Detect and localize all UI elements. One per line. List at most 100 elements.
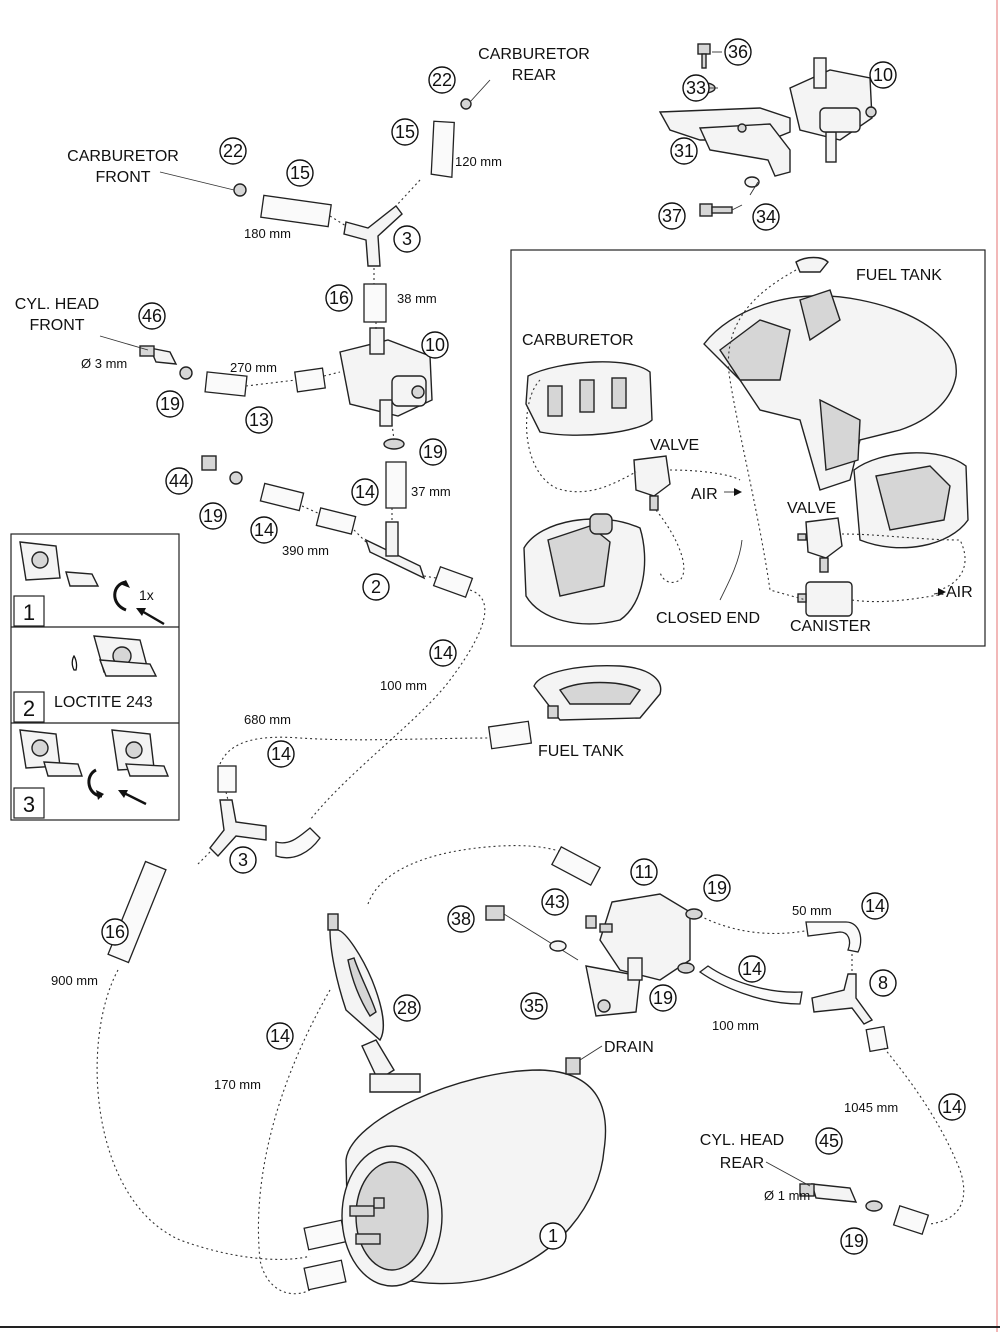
callout-14: 14 — [355, 482, 375, 502]
callout-14: 14 — [254, 520, 274, 540]
y-piece-lower — [107, 799, 321, 964]
dia-front-label: Ø 3 mm — [81, 356, 127, 371]
callout-14: 14 — [433, 643, 453, 663]
dim-170mm: 170 mm — [214, 1077, 261, 1092]
dim-38mm: 38 mm — [397, 291, 437, 306]
callout-numbers: 36 33 10 31 37 34 22 15 22 15 3 16 46 10… — [105, 42, 962, 1251]
text-labels: CARBURETOR REAR CARBURETOR FRONT CYL. HE… — [15, 46, 973, 1203]
fuel-filter — [327, 913, 421, 1093]
callout-13: 13 — [249, 410, 269, 430]
callout-14: 14 — [942, 1097, 962, 1117]
cyl-head-front-label-1: CYL. HEAD — [15, 296, 99, 313]
drain-label: DRAIN — [604, 1039, 654, 1056]
small-fuel-tank — [533, 664, 662, 721]
step-1-note: 1x — [139, 587, 154, 603]
carb-hose-assembly — [159, 79, 491, 323]
fuel-valve-lower — [485, 845, 965, 1235]
callout-33: 33 — [686, 78, 706, 98]
dim-680mm: 680 mm — [244, 712, 291, 727]
dia-rear-label: Ø 1 mm — [764, 1188, 810, 1203]
callout-43: 43 — [545, 892, 565, 912]
callout-19: 19 — [423, 442, 443, 462]
callout-19: 19 — [160, 394, 180, 414]
inset-valve-1-label: VALVE — [650, 437, 699, 454]
dim-37mm: 37 mm — [411, 484, 451, 499]
inset-valve-2-label: VALVE — [787, 500, 836, 517]
hose-900mm — [96, 969, 347, 1260]
callout-16: 16 — [329, 288, 349, 308]
inset-air-1-label: AIR — [691, 486, 718, 503]
callout-44: 44 — [169, 471, 189, 491]
evap-system-inset — [510, 249, 986, 647]
callout-15: 15 — [395, 122, 415, 142]
hose-170mm — [257, 845, 571, 1295]
callout-35: 35 — [524, 996, 544, 1016]
callout-8: 8 — [878, 973, 888, 993]
callout-19: 19 — [707, 878, 727, 898]
fuel-tank-label: FUEL TANK — [538, 743, 624, 760]
carb-front-label-1: CARBURETOR — [67, 148, 179, 165]
step-2-note: LOCTITE 243 — [54, 694, 153, 711]
bottom-rule — [0, 1326, 1000, 1328]
callout-28: 28 — [397, 998, 417, 1018]
carb-front-label-2: FRONT — [95, 169, 150, 186]
inset-fuel-tank-label: FUEL TANK — [856, 267, 942, 284]
dim-900mm: 900 mm — [51, 973, 98, 988]
carb-rear-label-2: REAR — [512, 67, 556, 84]
dim-50mm: 50 mm — [792, 903, 832, 918]
callout-14: 14 — [270, 1026, 290, 1046]
inset-closed-end-label: CLOSED END — [656, 610, 760, 627]
valve-bracket-assembly — [658, 43, 877, 217]
cyl-head-front-label-2: FRONT — [29, 317, 84, 334]
callout-46: 46 — [142, 306, 162, 326]
callout-10: 10 — [425, 335, 445, 355]
callout-14: 14 — [742, 959, 762, 979]
callout-34: 34 — [756, 207, 776, 227]
dim-180mm: 180 mm — [244, 226, 291, 241]
callout-14: 14 — [271, 744, 291, 764]
callout-38: 38 — [451, 909, 471, 929]
dim-1045mm: 1045 mm — [844, 1100, 898, 1115]
dim-100mm-a: 100 mm — [380, 678, 427, 693]
callout-22: 22 — [432, 70, 452, 90]
hose-680mm — [217, 720, 533, 801]
page-edge-marker — [996, 0, 998, 1332]
callout-11: 11 — [635, 862, 654, 882]
cyl-head-rear-label-1: CYL. HEAD — [700, 1132, 784, 1149]
dim-270mm: 270 mm — [230, 360, 277, 375]
callout-15: 15 — [290, 163, 310, 183]
step-2-number: 2 — [23, 696, 35, 721]
callout-2: 2 — [371, 577, 381, 597]
callout-1: 1 — [548, 1226, 558, 1246]
step-1-number: 1 — [23, 600, 35, 625]
inset-canister-label: CANISTER — [790, 618, 871, 635]
callout-3: 3 — [238, 850, 248, 870]
callouts — [101, 38, 966, 1255]
cyl-head-rear-label-2: REAR — [720, 1155, 764, 1172]
callout-19: 19 — [203, 506, 223, 526]
fuel-valve-middle — [339, 322, 433, 427]
callout-31: 31 — [674, 141, 694, 161]
callout-16: 16 — [105, 922, 125, 942]
callout-37: 37 — [662, 206, 682, 226]
callout-22: 22 — [223, 141, 243, 161]
installation-steps — [10, 533, 180, 821]
fuel-pump — [341, 1045, 607, 1287]
callout-36: 36 — [728, 42, 748, 62]
callout-19: 19 — [653, 988, 673, 1008]
dim-390mm: 390 mm — [282, 543, 329, 558]
carb-rear-label-1: CARBURETOR — [478, 46, 590, 63]
callout-19: 19 — [844, 1231, 864, 1251]
callout-45: 45 — [819, 1131, 839, 1151]
cyl-head-front-fitting — [99, 335, 341, 397]
callout-14: 14 — [865, 896, 885, 916]
callout-3: 3 — [402, 229, 412, 249]
step-3-number: 3 — [23, 792, 35, 817]
inset-air-2-label: AIR — [946, 584, 973, 601]
hose-37mm — [383, 423, 407, 509]
callout-10: 10 — [873, 65, 893, 85]
dim-120mm: 120 mm — [455, 154, 502, 169]
dim-100mm-b: 100 mm — [712, 1018, 759, 1033]
t-piece-assembly — [201, 455, 486, 821]
